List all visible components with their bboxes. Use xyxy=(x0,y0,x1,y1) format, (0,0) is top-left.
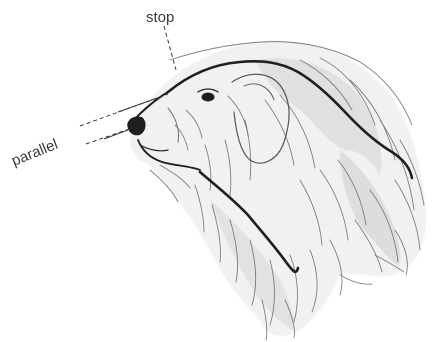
parallel-line-lower xyxy=(86,128,132,144)
eye-icon xyxy=(202,93,215,102)
stop-label: stop xyxy=(146,9,174,26)
stop-pointer-line xyxy=(164,26,176,70)
fur-fill xyxy=(130,41,426,336)
parallel-label: parallel xyxy=(9,136,60,170)
